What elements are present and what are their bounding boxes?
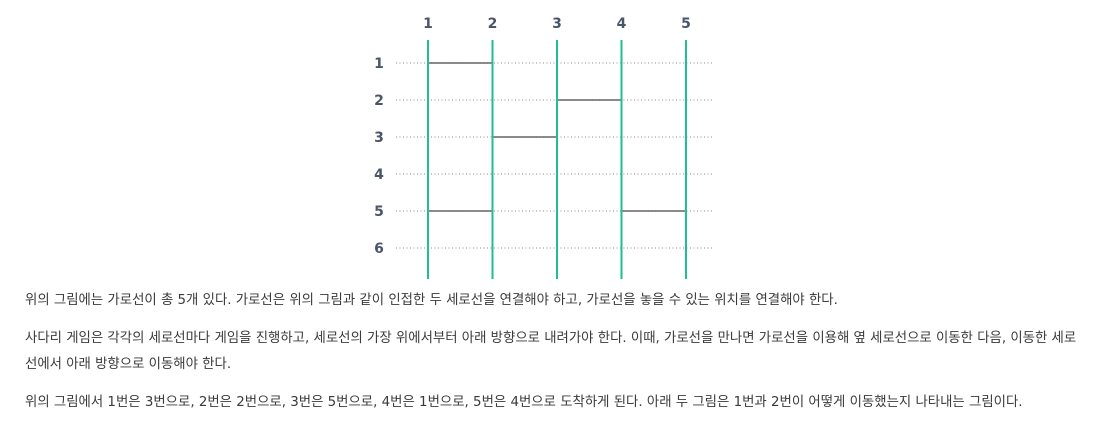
column-label: 2	[488, 16, 498, 32]
row-label: 1	[374, 56, 384, 72]
paragraph-example-result: 위의 그림에서 1번은 3번으로, 2번은 2번으로, 3번은 5번으로, 4번…	[25, 395, 1023, 410]
row-label: 4	[374, 167, 384, 183]
row-label: 2	[374, 93, 384, 109]
vertical-lines	[427, 40, 687, 279]
position-guide-lines	[396, 62, 712, 249]
column-labels: 1 2 3 4 5	[423, 16, 691, 32]
row-label: 6	[374, 241, 384, 257]
paragraph-rung-description: 위의 그림에는 가로선이 총 5개 있다. 가로선은 위의 그림과 같이 인접한…	[25, 293, 838, 308]
column-label: 3	[552, 16, 562, 32]
column-label: 5	[681, 16, 691, 32]
column-label: 4	[617, 16, 627, 32]
row-labels: 1 2 3 4 5 6	[374, 56, 384, 257]
paragraph-game-rules: 사다리 게임은 각각의 세로선마다 게임을 진행하고, 세로선의 가장 위에서부…	[25, 331, 1077, 372]
row-label: 5	[374, 204, 384, 220]
ladder-diagram: 1 2 3 4 5 1 2 3 4 5 6	[374, 16, 712, 279]
column-label: 1	[423, 16, 433, 32]
horizontal-rungs	[428, 62, 686, 212]
row-label: 3	[374, 130, 384, 146]
